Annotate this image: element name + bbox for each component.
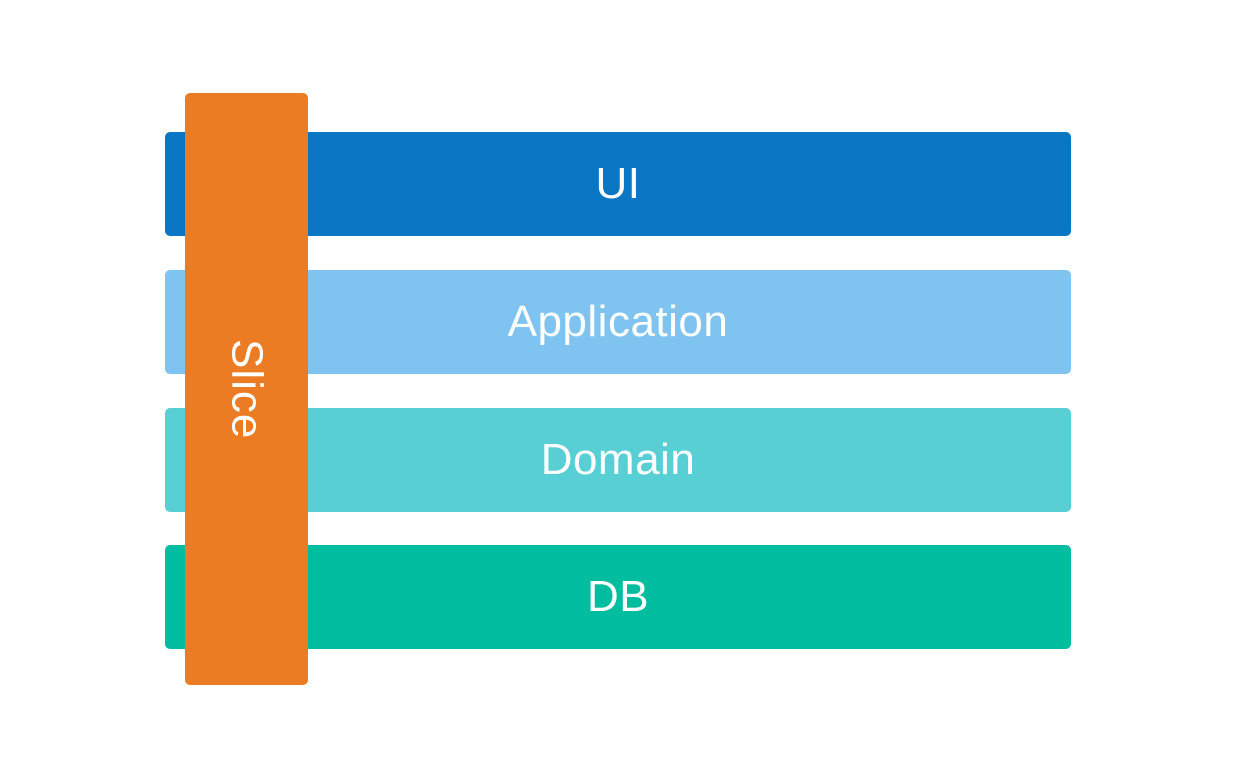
slice-label: Slice [222, 338, 272, 440]
layer-bar-domain: Domain [165, 408, 1071, 512]
layer-bar-application: Application [165, 270, 1071, 374]
layer-bar-ui: UI [165, 132, 1071, 236]
layer-label-db: DB [586, 572, 650, 621]
layer-label-ui: UI [595, 159, 641, 208]
layer-label-domain: Domain [540, 435, 696, 484]
layer-label-application: Application [507, 297, 729, 346]
layer-bar-db: DB [165, 545, 1071, 649]
slice-bar: Slice [185, 93, 308, 685]
